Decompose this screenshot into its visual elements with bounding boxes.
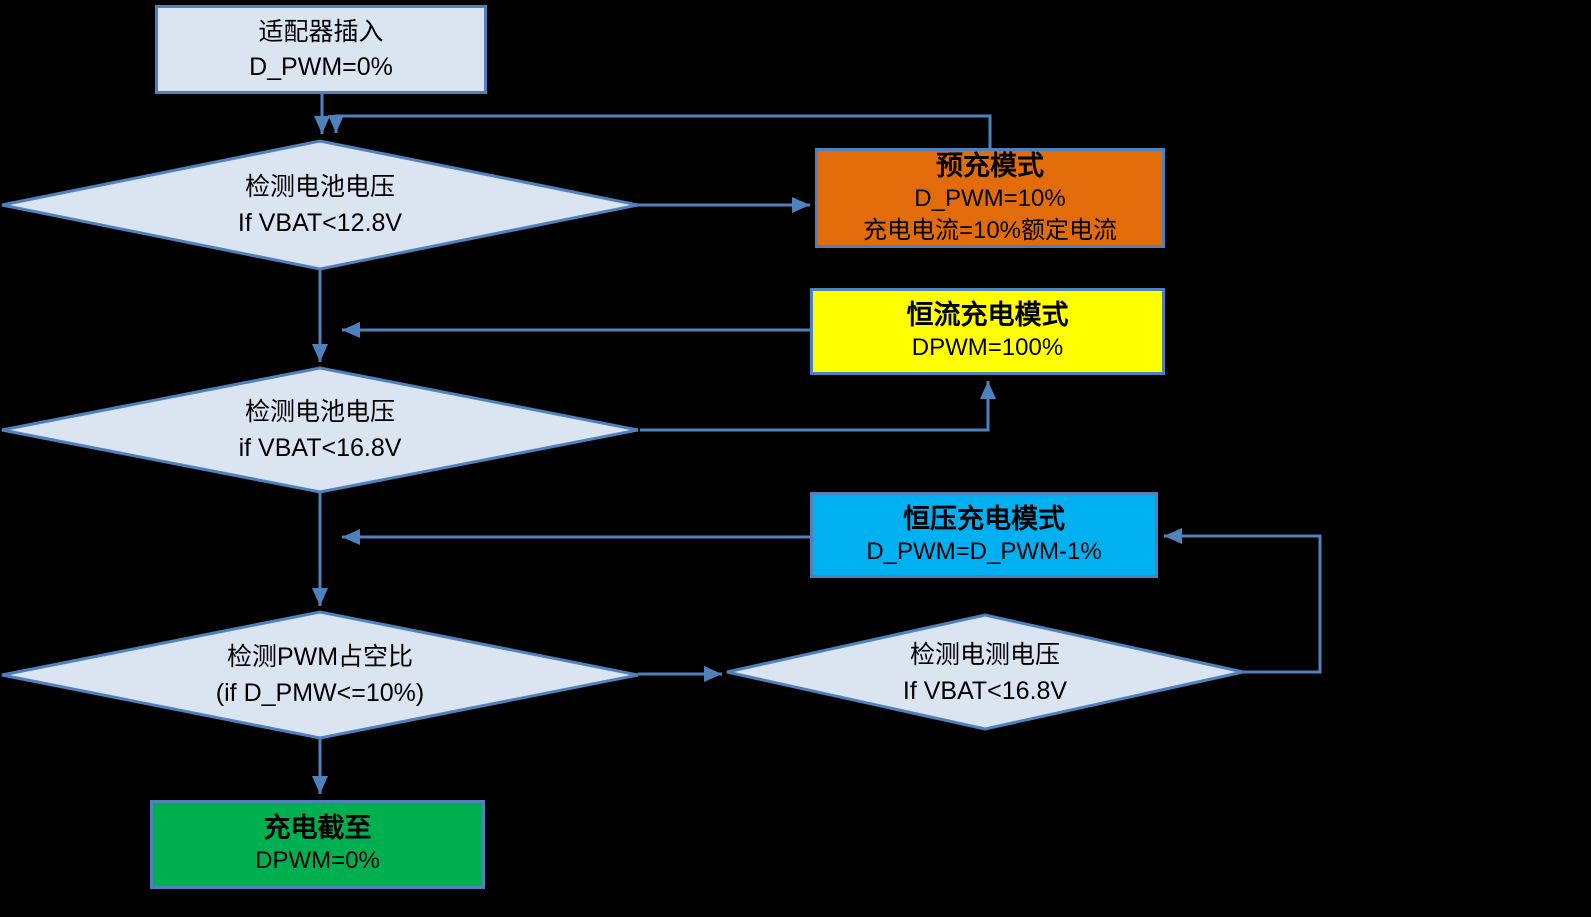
decision-check2-shape [1, 366, 639, 494]
constant-voltage-line2: D_PWM=D_PWM-1% [866, 537, 1102, 565]
decision-check2-line2: if VBAT<16.8V [238, 434, 402, 463]
charge-end-title: 充电截至 [263, 813, 372, 844]
decision-check1-line1: 检测电池电压 [244, 173, 395, 201]
constant-current-line2: DPWM=100% [911, 334, 1064, 362]
charge-end-node: 充电截至 DPWM=0% [150, 800, 485, 889]
charge-end-line2: DPWM=0% [255, 847, 380, 875]
constant-voltage-title: 恒压充电模式 [903, 503, 1065, 534]
connector-check2-to-cc [640, 381, 996, 432]
decision-check1-line2: If VBAT<12.8V [237, 209, 403, 238]
start-node: 适配器插入 D_PWM=0% [155, 5, 487, 94]
precharge-mode-line3: 充电电流=10%额定电流 [862, 216, 1118, 244]
precharge-mode-node: 预充模式 D_PWM=10% 充电电流=10%额定电流 [815, 148, 1165, 248]
start-node-line1: 适配器插入 [258, 17, 384, 46]
decision-check2-line1: 检测电池电压 [244, 398, 395, 426]
start-node-line2: D_PWM=0% [249, 53, 393, 81]
precharge-mode-title: 预充模式 [936, 150, 1044, 181]
connector-precharge-loopback [328, 114, 992, 148]
constant-voltage-mode-node: 恒压充电模式 D_PWM=D_PWM-1% [810, 492, 1158, 578]
decision-check1-label: 检测电池电压 If VBAT<12.8V [70, 169, 570, 242]
decision-check4-label: 检测电测电压 If VBAT<16.8V [735, 637, 1235, 710]
decision-check3-label: 检测PWM占空比 (if D_PMW<=10%) [70, 639, 570, 712]
decision-check4-line1: 检测电测电压 [909, 641, 1060, 669]
decision-check2-label: 检测电池电压 if VBAT<16.8V [70, 394, 570, 467]
decision-check3-line1: 检测PWM占空比 [226, 643, 414, 671]
precharge-mode-line2: D_PWM=10% [914, 184, 1066, 212]
decision-check3-line2: (if D_PMW<=10%) [215, 679, 425, 708]
decision-check4-line2: If VBAT<16.8V [902, 677, 1068, 706]
connector-check4-to-cv [1164, 528, 1322, 674]
constant-current-title: 恒流充电模式 [906, 300, 1069, 331]
constant-current-mode-node: 恒流充电模式 DPWM=100% [810, 288, 1165, 375]
